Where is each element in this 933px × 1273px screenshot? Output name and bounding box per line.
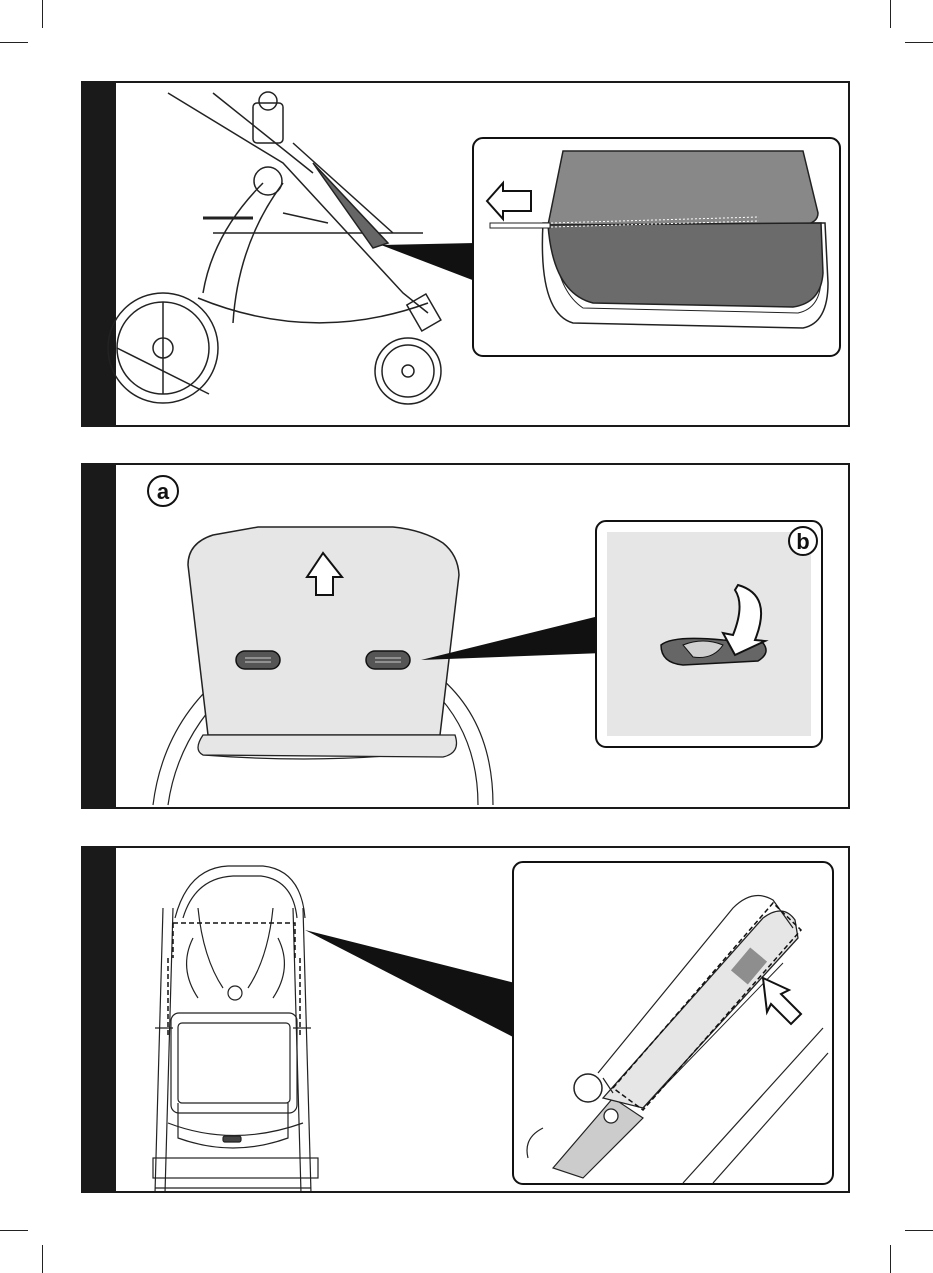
stroller-front-illustration: [83, 848, 850, 1193]
instruction-panel-3: [81, 846, 850, 1193]
crop-mark-bottom-right-v: [890, 1245, 891, 1273]
crop-mark-bottom-left-h: [0, 1230, 28, 1231]
callout-pointer: [381, 243, 475, 281]
front-wheel: [375, 338, 441, 404]
crop-mark-top-left-h: [0, 42, 28, 43]
detail-background: [607, 532, 811, 736]
label-b: b: [796, 529, 809, 554]
crop-mark-bottom-right-h: [905, 1230, 933, 1231]
crop-mark-top-right-h: [905, 42, 933, 43]
label-a: a: [157, 479, 170, 504]
buckle-clip-left: [236, 651, 280, 669]
crop-mark-bottom-left-v: [42, 1245, 43, 1273]
seat-back-illustration: a b: [83, 465, 850, 809]
zipper-pull: [490, 223, 550, 228]
crop-mark-top-left-v: [42, 0, 43, 28]
stroller-side-illustration: [83, 83, 850, 427]
buckle-clip-right: [366, 651, 410, 669]
crop-mark-top-right-v: [890, 0, 891, 28]
instruction-panel-1: [81, 81, 850, 427]
instruction-panel-2: a b: [81, 463, 850, 809]
callout-pointer: [305, 930, 515, 1038]
